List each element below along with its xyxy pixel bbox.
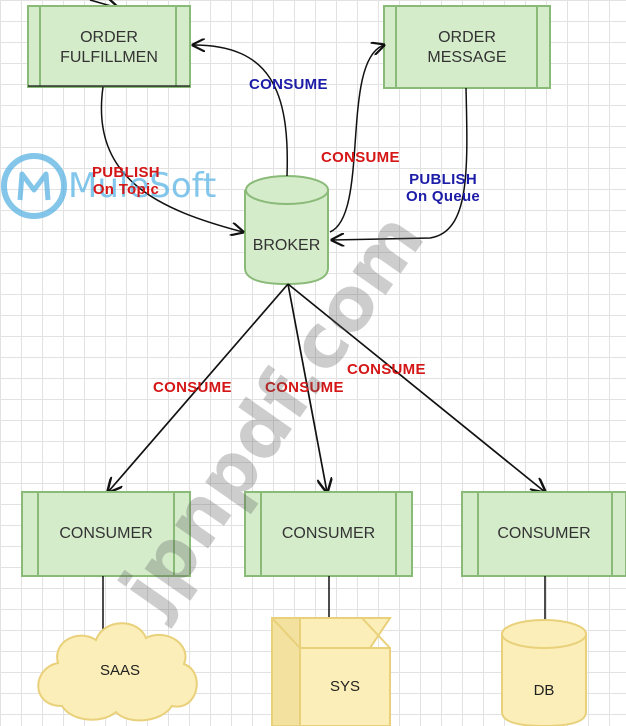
order-message-line2: MESSAGE xyxy=(427,49,507,66)
consumer-box-3 xyxy=(461,491,626,577)
order-fulfillment-line1: ORDER xyxy=(80,29,138,46)
arrow-order-message-to-broker xyxy=(332,87,468,240)
saas-cloud xyxy=(37,622,198,722)
consume-mid-label: CONSUME xyxy=(265,379,344,396)
publish-topic-label: PUBLISH On Topic xyxy=(92,164,160,198)
consume-right-label: CONSUME xyxy=(347,361,426,378)
broker-label: BROKER xyxy=(252,237,321,254)
arrow-broker-to-consumer-2 xyxy=(287,283,327,492)
order-fulfillment-line2: FULFILLMEN xyxy=(60,49,158,66)
consume-top-right-label: CONSUME xyxy=(321,149,400,166)
arrow-broker-to-order-fulfillment xyxy=(193,45,289,177)
sys-label: SYS xyxy=(329,678,360,695)
order-message-box xyxy=(383,5,551,89)
consume-top-left-label: CONSUME xyxy=(249,76,328,93)
consumer-3-label: CONSUMER xyxy=(497,525,591,542)
sys-cube xyxy=(271,617,392,726)
consumer-1-label: CONSUMER xyxy=(59,525,153,542)
mulesoft-logo xyxy=(1,153,67,219)
arrow-order-fulfillment-to-broker xyxy=(100,86,243,232)
consume-left-label: CONSUME xyxy=(153,379,232,396)
publish-queue-line1: PUBLISH xyxy=(409,171,477,188)
publish-queue-label: PUBLISH On Queue xyxy=(406,171,480,205)
db-label: DB xyxy=(533,682,555,699)
publish-topic-line2: On Topic xyxy=(92,181,160,198)
consumer-box-1 xyxy=(21,491,191,577)
broker-cylinder xyxy=(244,175,329,286)
arrow-broker-to-consumer-3 xyxy=(287,283,545,492)
order-fulfillment-label: ORDER FULFILLMEN xyxy=(28,28,190,68)
db-cylinder xyxy=(501,619,587,726)
order-message-label: ORDER MESSAGE xyxy=(384,28,550,68)
publish-queue-line2: On Queue xyxy=(406,188,481,205)
consumer-2-label: CONSUMER xyxy=(281,525,376,542)
publish-topic-line1: PUBLISH xyxy=(92,164,160,181)
mulesoft-logo-text: MuleSoft xyxy=(68,166,217,206)
arrow-broker-to-order-message xyxy=(329,45,384,233)
saas-label: SAAS xyxy=(99,662,141,679)
order-fulfillment-box xyxy=(27,5,191,88)
arrow-broker-to-consumer-1 xyxy=(108,283,289,492)
order-message-line1: ORDER xyxy=(438,29,496,46)
